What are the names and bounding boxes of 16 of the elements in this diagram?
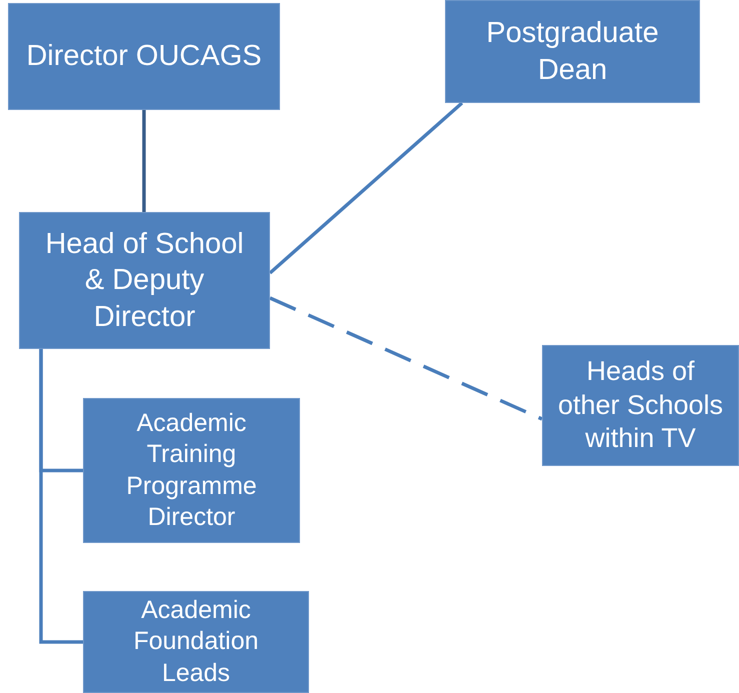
role-title: Postgraduate Dean xyxy=(485,16,660,88)
connector-line xyxy=(142,110,146,212)
role-box xyxy=(8,3,280,110)
role-title: Academic Training Programme Director xyxy=(125,408,258,533)
role-title: Head of School & Deputy Director xyxy=(44,227,245,335)
role-box xyxy=(83,591,309,693)
connector-line xyxy=(268,102,464,274)
role-box xyxy=(19,212,270,349)
connector-line xyxy=(39,349,83,644)
role-box xyxy=(445,0,700,103)
role-title: Heads of other Schools within TV xyxy=(556,354,724,456)
role-box xyxy=(542,345,739,466)
role-box xyxy=(83,398,300,543)
role-title: Academic Foundation Leads xyxy=(132,595,260,689)
dashed-connector xyxy=(269,296,543,421)
role-title: Director OUCAGS xyxy=(26,39,262,74)
